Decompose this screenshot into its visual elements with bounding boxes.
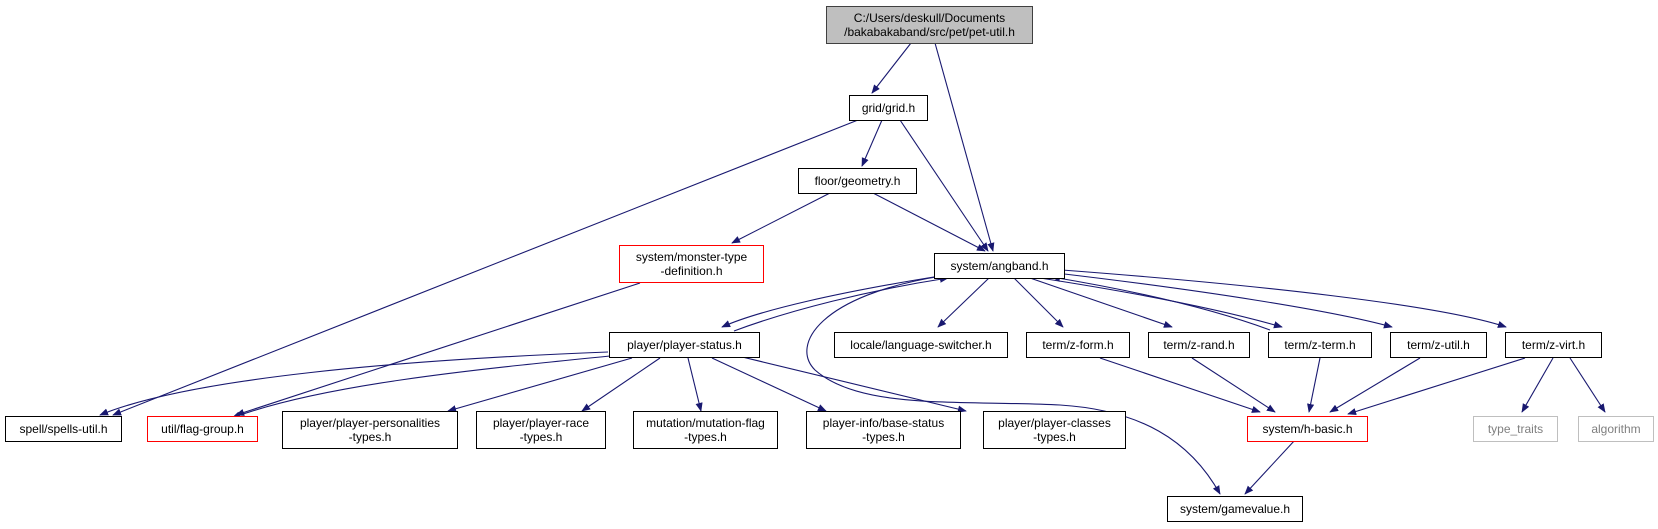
- node-label-line: player/player-classes: [998, 416, 1111, 430]
- node-label-line: mutation/mutation-flag: [646, 416, 765, 430]
- node-z-util[interactable]: term/z-util.h: [1390, 332, 1487, 358]
- node-label-line: spell/spells-util.h: [19, 422, 108, 436]
- node-spells-util[interactable]: spell/spells-util.h: [5, 416, 122, 442]
- edge-grid-angband: [899, 119, 989, 252]
- node-flag-group[interactable]: util/flag-group.h: [147, 416, 258, 442]
- edge-player_status-base_status: [711, 357, 827, 412]
- node-label-line: type_traits: [1487, 422, 1544, 436]
- node-player-race-types[interactable]: player/player-race -types.h: [476, 411, 606, 449]
- node-z-term[interactable]: term/z-term.h: [1268, 332, 1372, 358]
- node-label-line: player/player-race: [492, 416, 590, 430]
- node-h-basic[interactable]: system/h-basic.h: [1247, 416, 1368, 442]
- edge-player_status-angband: [733, 275, 949, 332]
- node-geometry[interactable]: floor/geometry.h: [798, 168, 917, 194]
- edge-angband-player_status: [721, 275, 941, 328]
- edge-angband-z_rand: [1029, 277, 1173, 328]
- node-label-line: term/z-util.h: [1407, 338, 1470, 352]
- edge-angband-gamevalue: [806, 275, 1221, 495]
- edge-player_status-spells_util: [99, 351, 609, 416]
- edge-player_status-classes: [733, 354, 967, 413]
- edge-angband-z_form: [1013, 277, 1064, 328]
- edge-player_status-flag_group: [231, 355, 611, 419]
- edge-player_status-race: [581, 357, 661, 412]
- node-pet-util: C:/Users/deskull/Documents /bakabakaband…: [826, 6, 1033, 44]
- edge-angband-lang_switcher: [937, 277, 990, 328]
- edge-z_term-angband: [1051, 274, 1271, 331]
- edge-monster_type-flag_group: [235, 282, 641, 416]
- node-grid[interactable]: grid/grid.h: [849, 95, 928, 121]
- edge-z_virt-algorithm: [1569, 357, 1606, 413]
- node-label-line: term/z-virt.h: [1521, 338, 1586, 352]
- node-label-line: player-info/base-status: [822, 416, 945, 430]
- node-label-line: grid/grid.h: [861, 101, 916, 115]
- edge-pet_util-grid: [871, 42, 912, 94]
- node-z-rand[interactable]: term/z-rand.h: [1148, 332, 1250, 358]
- edges-layer: [99, 42, 1606, 495]
- node-label-line: system/angband.h: [950, 259, 1049, 273]
- node-label-line: player/player-status.h: [627, 338, 742, 352]
- edge-z_rand-h_basic: [1191, 357, 1276, 413]
- node-label-line: term/z-form.h: [1042, 338, 1114, 352]
- node-label-line: -types.h: [684, 430, 727, 444]
- node-player-classes-types[interactable]: player/player-classes -types.h: [983, 411, 1126, 449]
- edge-h_basic-gamevalue: [1244, 439, 1296, 495]
- node-label-line: util/flag-group.h: [161, 422, 244, 436]
- node-monster-type-definition[interactable]: system/monster-type -definition.h: [619, 245, 764, 283]
- node-label-line: algorithm: [1591, 422, 1641, 436]
- node-label-line: locale/language-switcher.h: [850, 338, 992, 352]
- edge-pet_util-angband: [934, 42, 995, 252]
- node-label-line: term/z-term.h: [1284, 338, 1356, 352]
- node-label-line: -types.h: [862, 430, 905, 444]
- edge-angband-z_virt: [1061, 269, 1507, 328]
- edge-z_util-h_basic: [1329, 357, 1421, 413]
- node-label-line: system/gamevalue.h: [1179, 502, 1291, 516]
- node-label-line: -types.h: [348, 430, 392, 444]
- node-label-line: floor/geometry.h: [814, 174, 901, 188]
- edge-z_form-h_basic: [1099, 357, 1261, 413]
- node-label-line: /bakabakaband/src/pet/pet-util.h: [844, 25, 1015, 39]
- node-base-status-types[interactable]: player-info/base-status -types.h: [806, 411, 961, 449]
- node-label-line: system/monster-type: [635, 250, 748, 264]
- node-z-form[interactable]: term/z-form.h: [1026, 332, 1130, 358]
- edge-geometry-monster_type: [731, 192, 831, 244]
- node-player-personalities-types[interactable]: player/player-personalities -types.h: [282, 411, 458, 449]
- node-label-line: player/player-personalities: [299, 416, 441, 430]
- node-z-virt[interactable]: term/z-virt.h: [1505, 332, 1602, 358]
- node-mutation-flag-types[interactable]: mutation/mutation-flag -types.h: [633, 411, 778, 449]
- edge-angband-z_term: [1039, 277, 1283, 329]
- node-angband[interactable]: system/angband.h: [934, 253, 1065, 279]
- edge-geometry-angband: [872, 192, 986, 252]
- node-player-status[interactable]: player/player-status.h: [609, 332, 760, 358]
- edge-grid-spells_util: [112, 119, 859, 416]
- node-label-line: C:/Users/deskull/Documents: [853, 11, 1006, 25]
- edge-angband-z_util: [1055, 272, 1393, 329]
- node-gamevalue[interactable]: system/gamevalue.h: [1167, 496, 1303, 522]
- node-label-line: -definition.h: [660, 264, 723, 278]
- edge-player_status-personalities: [447, 357, 633, 413]
- edge-z_virt-h_basic: [1347, 357, 1526, 415]
- node-label-line: -types.h: [519, 430, 563, 444]
- node-language-switcher[interactable]: locale/language-switcher.h: [834, 332, 1008, 358]
- node-label-line: system/h-basic.h: [1262, 422, 1353, 436]
- node-label-line: term/z-rand.h: [1163, 338, 1235, 352]
- edge-z_virt-type_traits: [1521, 357, 1554, 413]
- edge-player_status-mutation: [687, 357, 703, 412]
- edge-z_term-h_basic: [1307, 357, 1321, 413]
- node-type-traits: type_traits: [1473, 416, 1558, 442]
- node-label-line: -types.h: [1033, 430, 1076, 444]
- node-algorithm: algorithm: [1578, 416, 1654, 442]
- edge-grid-geometry: [861, 119, 883, 167]
